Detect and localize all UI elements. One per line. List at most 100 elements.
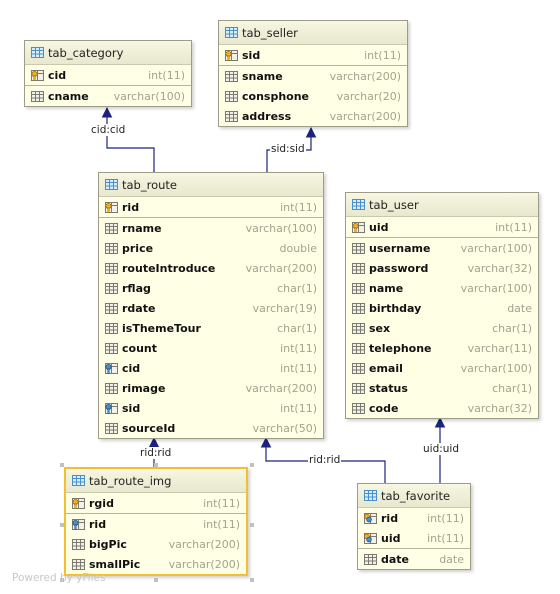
table-header[interactable]: tab_user [346,193,538,217]
table-icon [364,490,377,501]
selection-handle[interactable] [250,463,254,467]
table-header[interactable]: tab_route_img [66,469,246,493]
selection-handle[interactable] [60,463,64,467]
column-name: count [122,341,157,355]
column-icon [352,342,365,354]
column-type: varchar(11) [467,341,532,355]
table-icon [105,179,118,190]
selection-handle[interactable] [154,578,158,582]
column-name: rid [122,200,140,214]
primary-key-icon [72,497,85,509]
column-name: address [242,109,292,123]
column-type: varchar(100) [460,281,532,295]
column-type: varchar(200) [245,381,317,395]
selection-handle[interactable] [60,578,64,582]
column-type: int(11) [427,511,464,525]
column-icon [352,282,365,294]
column-row[interactable]: bigPic varchar(200) [66,534,246,554]
table-title: tab_seller [242,25,298,40]
column-name: sid [122,401,141,415]
column-type: int(11) [280,361,317,375]
column-name: routeIntroduce [122,261,216,275]
column-type: varchar(200) [329,69,401,83]
column-icon [225,90,238,102]
column-name: consphone [242,89,310,103]
table-header[interactable]: tab_category [25,41,191,65]
column-type: int(11) [364,48,401,62]
table-header[interactable]: tab_route [99,173,323,197]
primary-key-icon [31,69,44,81]
column-name: uid [369,220,389,234]
table-title: tab_route_img [89,473,172,488]
column-type: varchar(200) [168,537,240,551]
column-name: cname [48,89,89,103]
column-name: cid [48,68,67,82]
column-name: rdate [122,301,156,315]
table-header[interactable]: tab_favorite [358,484,470,508]
edge-label-img-rid: rid:rid [139,447,173,459]
column-type: int(11) [427,531,464,545]
table-header[interactable]: tab_seller [219,21,407,45]
column-name: bigPic [89,537,127,551]
column-icon [352,362,365,374]
column-row[interactable]: rdate varchar(19) [99,298,323,318]
selection-handle[interactable] [154,463,158,467]
table-icon [31,47,44,58]
column-type: int(11) [203,496,240,510]
column-name: code [369,401,399,415]
column-icon [105,282,118,294]
column-type: varchar(19) [252,301,317,315]
table-icon [225,27,238,38]
selection-handle[interactable] [250,523,254,527]
column-name: password [369,261,429,275]
selection-handle[interactable] [60,523,64,527]
column-icon [105,242,118,254]
selection-handle[interactable] [250,578,254,582]
edge-label-fav-rid: rid:rid [308,454,342,466]
column-type: char(1) [277,281,317,295]
column-name: rid [89,517,107,531]
column-name: status [369,381,408,395]
column-icon [352,402,365,414]
column-name: date [381,552,410,566]
